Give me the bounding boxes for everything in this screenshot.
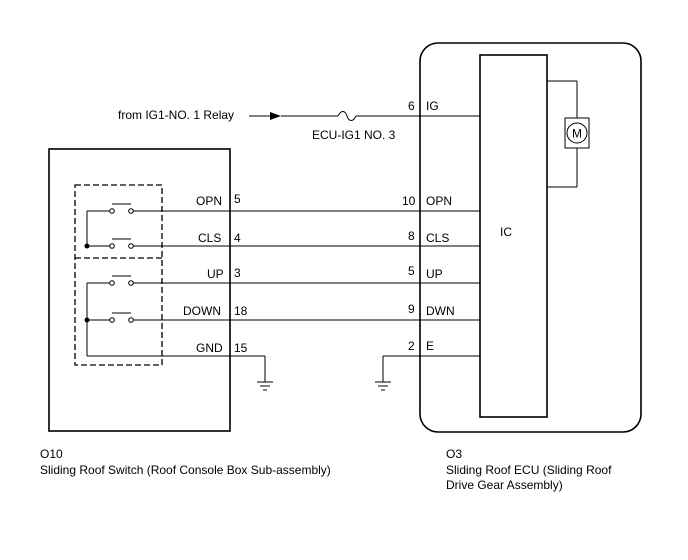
switch-connector-id: O10 xyxy=(40,447,63,461)
motor-label: M xyxy=(572,127,582,141)
fuse-label: ECU-IG1 NO. 3 xyxy=(312,128,396,142)
sw-pin-opn: 5 xyxy=(234,192,241,206)
sw-name-cls: CLS xyxy=(198,231,221,245)
power-arrow xyxy=(249,112,281,120)
ecu-pin-cls: 8 xyxy=(408,229,415,243)
fuse-symbol xyxy=(337,111,357,121)
ecu-pin-down: 9 xyxy=(408,302,415,316)
switch-contact-down xyxy=(87,312,230,323)
ecu-pin-e: 2 xyxy=(408,339,415,353)
ecu-connector-id: O3 xyxy=(446,447,462,461)
switch-outline xyxy=(48,148,231,432)
power-source-label: from IG1-NO. 1 Relay xyxy=(118,108,234,122)
sw-name-down: DOWN xyxy=(183,304,221,318)
switch-bus-upper xyxy=(84,211,90,249)
ecu-ic-label: IC xyxy=(500,225,512,239)
ecu-name-e: E xyxy=(426,339,434,353)
sw-pin-down: 18 xyxy=(234,304,248,318)
ecu-name-up: UP xyxy=(426,267,443,281)
ecu-ground xyxy=(375,355,480,391)
ecu-ig-signal: IG xyxy=(426,99,439,113)
switch-contact-up xyxy=(87,275,230,286)
sw-pin-cls: 4 xyxy=(234,231,241,245)
ecu-caption-line1: Sliding Roof ECU (Sliding Roof xyxy=(446,463,612,477)
sw-pin-up: 3 xyxy=(234,266,241,280)
switch-contact-cls xyxy=(87,238,230,249)
switch-dashed-group xyxy=(74,184,163,366)
switch-contact-opn xyxy=(87,203,230,214)
sw-name-up: UP xyxy=(207,267,224,281)
sw-name-gnd: GND xyxy=(196,341,223,355)
ecu-outline xyxy=(419,42,642,433)
switch-caption: Sliding Roof Switch (Roof Console Box Su… xyxy=(40,463,331,477)
ecu-name-down: DWN xyxy=(426,304,455,318)
ecu-pin-opn: 10 xyxy=(402,194,416,208)
ecu-ic-block xyxy=(479,54,548,418)
ecu-name-opn: OPN xyxy=(426,194,452,208)
sw-pin-gnd: 15 xyxy=(234,341,248,355)
ecu-caption-line2: Drive Gear Assembly) xyxy=(446,478,563,492)
sw-name-opn: OPN xyxy=(196,194,222,208)
motor-symbol: M xyxy=(547,80,590,188)
ecu-pin-up: 5 xyxy=(408,264,415,278)
ecu-ig-pin: 6 xyxy=(408,99,415,113)
switch-ground xyxy=(230,355,273,391)
ecu-name-cls: CLS xyxy=(426,231,449,245)
